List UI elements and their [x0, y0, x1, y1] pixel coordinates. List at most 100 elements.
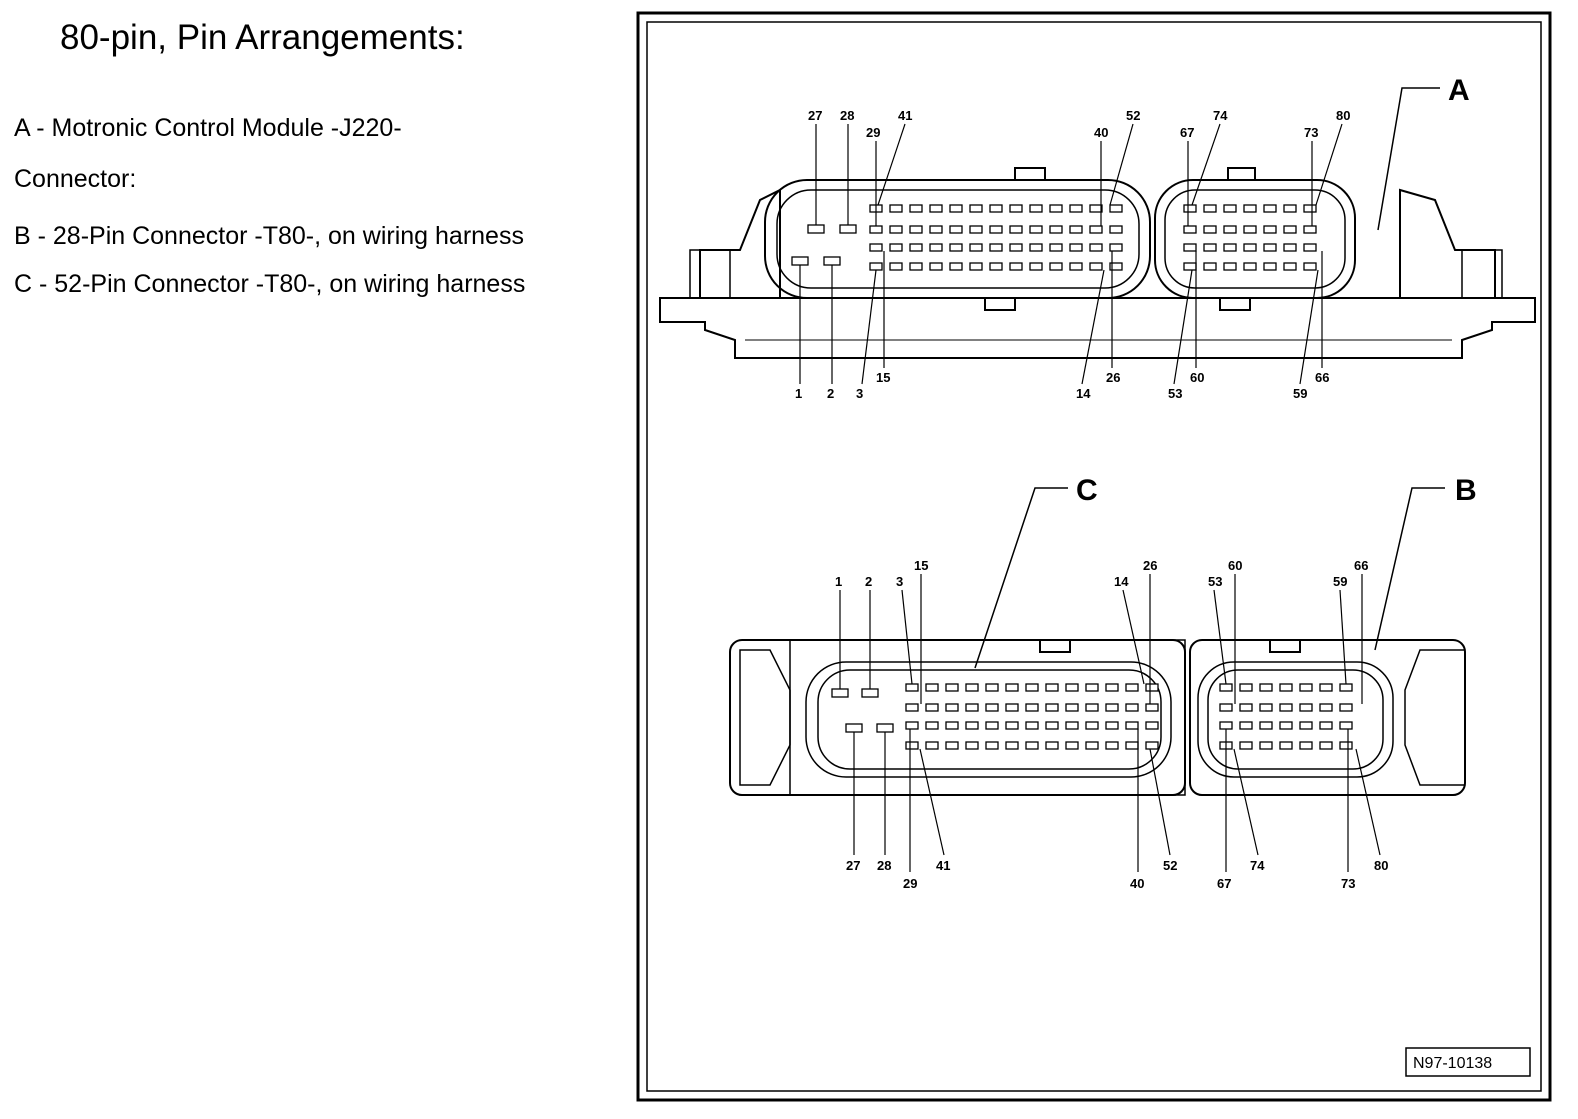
top-pin-label-14: 14	[1076, 386, 1091, 401]
pin-row-53-slot	[1283, 262, 1297, 271]
pin-row-41-slot	[1085, 741, 1099, 750]
pin-row-3-slot	[1089, 262, 1103, 271]
pin-row-41-slot	[929, 204, 943, 213]
pin-row-60-slot	[1299, 703, 1313, 712]
pin-row-60-slot	[1319, 703, 1333, 712]
top-pin-label-66: 66	[1315, 370, 1329, 385]
bottom-pin-label-60: 60	[1228, 558, 1242, 573]
pin-row-15-slot	[869, 243, 883, 252]
pin-row-29-slot	[925, 721, 939, 730]
top-pin-label-73: 73	[1304, 125, 1318, 140]
pin-row-41-slot	[1145, 741, 1159, 750]
bottom-pin-label-59: 59	[1333, 574, 1347, 589]
pin-row-60-slot	[1279, 703, 1293, 712]
pin-row-60-slot	[1239, 703, 1253, 712]
pin-row-60-slot	[1243, 243, 1257, 252]
pin-row-60-slot	[1283, 243, 1297, 252]
pin-row-3-slot	[909, 262, 923, 271]
pin-row-29-slot	[1105, 721, 1119, 730]
pin-row-29-slot	[965, 721, 979, 730]
top-pin-label-59: 59	[1293, 386, 1307, 401]
pin-row-15-slot	[945, 703, 959, 712]
pin-row-53-slot	[1239, 683, 1253, 692]
pin-row-67-slot	[1319, 721, 1333, 730]
pin-row-3-slot	[929, 262, 943, 271]
pin-row-53-slot	[1299, 683, 1313, 692]
pin-row-53-slot	[1219, 683, 1233, 692]
pin-row-60-slot	[1183, 243, 1197, 252]
pin-28-slot	[876, 723, 894, 733]
figure-frame-outer	[636, 11, 1552, 1102]
pin-row-3-slot	[1025, 683, 1039, 692]
leader-53	[1173, 269, 1193, 385]
bottom-pin-label-41: 41	[936, 858, 950, 873]
bottom-pin-label-53: 53	[1208, 574, 1222, 589]
pin-row-67-slot	[1239, 721, 1253, 730]
pin-row-3-slot	[905, 683, 919, 692]
pin-row-67-slot	[1263, 225, 1277, 234]
pin-row-15-slot	[1125, 703, 1139, 712]
pin-row-3-slot	[985, 683, 999, 692]
pin-row-74-slot	[1303, 204, 1317, 213]
pin-row-41-slot	[1089, 204, 1103, 213]
pin-2-slot	[861, 688, 879, 698]
pin-row-3-slot	[869, 262, 883, 271]
pin-row-3-slot	[989, 262, 1003, 271]
legend-item-b: B - 28-Pin Connector -T80-, on wiring ha…	[14, 222, 524, 250]
pin-row-29-slot	[1145, 721, 1159, 730]
pin-row-67-slot	[1283, 225, 1297, 234]
pin-row-53-slot	[1183, 262, 1197, 271]
leader-80	[1315, 123, 1343, 206]
pin-row-15-slot	[1065, 703, 1079, 712]
pin-row-41-slot	[949, 204, 963, 213]
bottom-pin-label-2: 2	[865, 574, 872, 589]
pin-row-29-slot	[869, 225, 883, 234]
bottom-pin-label-28: 28	[877, 858, 891, 873]
pin-row-74-slot	[1299, 741, 1313, 750]
pin-row-3-slot	[969, 262, 983, 271]
pin-row-15-slot	[909, 243, 923, 252]
pin-row-3-slot	[1085, 683, 1099, 692]
pin-row-41-slot	[1029, 204, 1043, 213]
legend-item-connector: Connector:	[14, 165, 137, 193]
pin-28-slot	[839, 224, 857, 234]
pin-row-41-slot	[909, 204, 923, 213]
bottom-pin-label-74: 74	[1250, 858, 1265, 873]
pin-2-slot	[823, 256, 841, 266]
pin-row-29-slot	[1125, 721, 1139, 730]
leader-b52	[1149, 748, 1171, 856]
pin-row-15-slot	[1105, 703, 1119, 712]
bottom-pin-label-66: 66	[1354, 558, 1368, 573]
pin-row-74-slot	[1259, 741, 1273, 750]
pin-row-3-slot	[1109, 262, 1123, 271]
bottom-pin-label-80: 80	[1374, 858, 1388, 873]
pin-row-41-slot	[1069, 204, 1083, 213]
pin-row-41-slot	[905, 741, 919, 750]
pin-1-slot	[791, 256, 809, 266]
top-pin-label-27: 27	[808, 108, 822, 123]
top-pin-label-15: 15	[876, 370, 890, 385]
pin-row-60-slot	[1303, 243, 1317, 252]
connector-c-letter: C	[1076, 474, 1098, 507]
bottom-pin-label-29: 29	[903, 876, 917, 891]
pin-row-15-slot	[965, 703, 979, 712]
pin-row-3-slot	[1029, 262, 1043, 271]
pin-row-15-slot	[1145, 703, 1159, 712]
pin-row-41-slot	[985, 741, 999, 750]
pin-row-74-slot	[1263, 204, 1277, 213]
pin-row-41-slot	[1105, 741, 1119, 750]
pin-row-67-slot	[1279, 721, 1293, 730]
pin-row-15-slot	[889, 243, 903, 252]
leader-3	[861, 269, 877, 385]
control-module-a	[659, 87, 1536, 359]
top-pin-label-2: 2	[827, 386, 834, 401]
leader-b53	[1213, 589, 1227, 685]
figure-frame-inner	[646, 21, 1542, 1092]
pin-row-74-slot	[1319, 741, 1333, 750]
pin-row-74-slot	[1203, 204, 1217, 213]
figure-id: N97-10138	[1413, 1055, 1492, 1072]
bottom-pin-label-73: 73	[1341, 876, 1355, 891]
pin-row-3-slot	[889, 262, 903, 271]
pin-row-29-slot	[1109, 225, 1123, 234]
bottom-pin-label-52: 52	[1163, 858, 1177, 873]
